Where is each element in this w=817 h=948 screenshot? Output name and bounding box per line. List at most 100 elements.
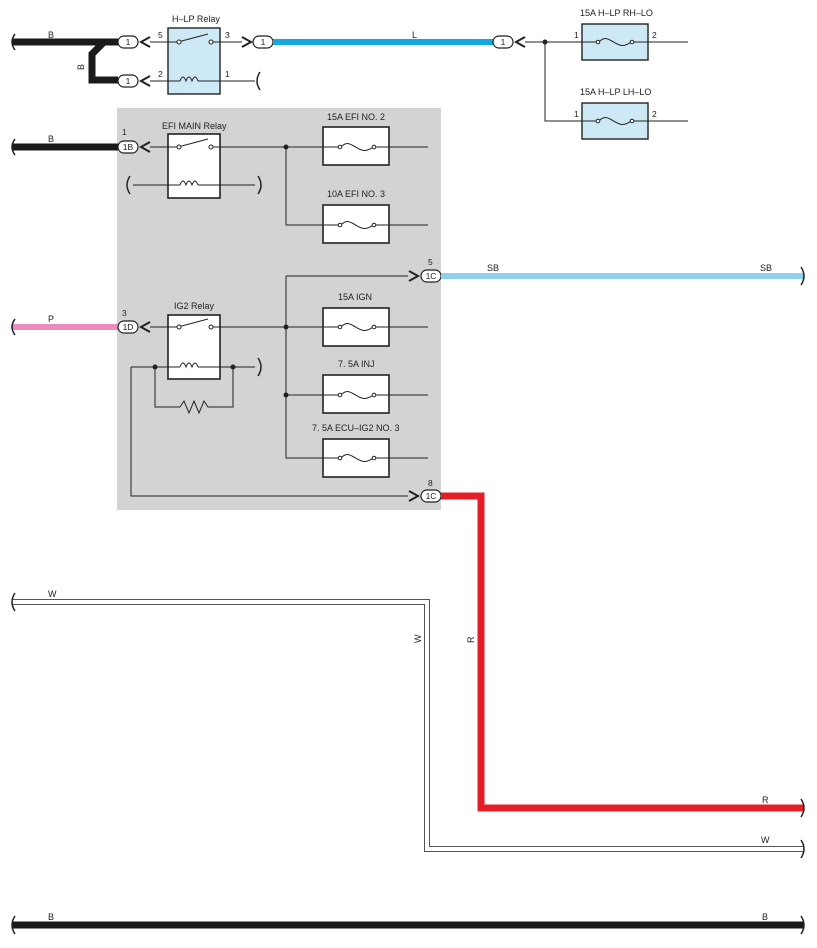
fuse-ecu-ig2-term-b [371,455,377,461]
fuse-rh-term-b [629,39,635,45]
relay-hlp-label: H–LP Relay [172,14,220,24]
pin-1B: 1 [122,127,127,137]
junction-ig2-bus-mid [283,392,289,398]
junction-block [117,108,441,510]
relay-ig2 [167,314,221,380]
relay-hlp-contact-b [208,39,214,45]
pin-1D: 3 [122,308,127,318]
arrow-1B [138,141,151,153]
connector-1-mid-right [492,35,514,49]
wire-w-outline [12,599,804,852]
connector-1-upper-label: 1 [126,37,131,47]
connector-1C-bottom-label: 1C [426,491,437,501]
wire-label-b-bottom-left: B [48,912,54,922]
wire-label-b-efi: B [48,134,54,144]
relay-efi-main [167,133,221,199]
relay-efi-main-label: EFI MAIN Relay [162,121,227,131]
pin-hlp-3: 3 [225,30,230,40]
fuse-efi-no2-label: 15A EFI NO. 2 [327,112,385,122]
connector-1-lower [117,74,139,88]
wire-r [441,492,804,812]
arrow-1C-top [408,270,421,282]
junction-ig2-bus-top [283,324,289,330]
fuse-ign-term-b [371,324,377,330]
wire-ig2-bus [220,276,323,459]
wire-label-w-right: W [761,835,770,845]
relay-hlp [167,27,221,95]
wire-ig2-resistor [154,367,234,415]
fuse-ign-term-a [337,324,343,330]
pin-rh-2: 2 [652,30,657,40]
fuse-ign-element [323,323,428,331]
relay-efi-coil [133,180,255,187]
wire-label-b-top: B [48,30,54,40]
fuse-efi-no3-label: 10A EFI NO. 3 [327,189,385,199]
fuse-efi-no2-element [323,143,428,151]
relay-efi-contact-b [208,144,214,150]
wire-label-w-left: W [48,589,57,599]
break-mark-sb [800,266,805,286]
break-mark-w-left [11,592,16,612]
arrow-hlp-out [241,36,254,48]
fuse-efi-no3-term-a [337,222,343,228]
fuse-lh-term-a [595,118,601,124]
relay-ig2-contact-b [208,324,214,330]
wire-label-sb-left: SB [487,263,499,273]
arrow-1-upper [138,36,151,48]
break-mark-ig2-coil [257,357,262,377]
pin-1C-top: 5 [428,257,433,267]
break-mark-efi-coil-right [257,175,262,195]
arrow-1C-bottom [408,490,421,502]
fuse-lh-element [582,117,648,125]
wire-label-b-bottom-right: B [762,912,768,922]
fuse-efi-no3-element [323,221,428,229]
connector-1B-label: 1B [123,142,134,152]
wire-to-hlp-fuses [525,41,582,122]
break-mark-efi-coil-left [126,175,131,195]
wire-b-branch [88,39,118,84]
pin-hlp-1: 1 [225,69,230,79]
arrow-1D [138,321,151,333]
arrow-l-in [513,36,526,48]
pin-lh-2: 2 [652,109,657,119]
pin-lh-1: 1 [574,109,579,119]
fuse-ecu-ig2-term-a [337,455,343,461]
wire-label-r-right: R [762,795,769,805]
fuse-ecu-ig2-element [323,454,428,462]
break-mark-p [11,318,16,336]
relay-hlp-contact-a [176,39,182,45]
pin-rh-1: 1 [574,30,579,40]
wire-label-r-vert: R [466,636,476,643]
junction-efi [283,144,289,150]
fuse-efi-no3 [322,204,390,244]
relay-ig2-contact-a [176,324,182,330]
wire-w [12,600,804,851]
fuse-lh-label: 15A H–LP LH–LO [580,87,651,97]
fuse-ecu-ig2-label: 7. 5A ECU–IG2 NO. 3 [312,423,400,433]
fuse-rh-term-a [595,39,601,45]
break-mark-pin1 [256,71,261,91]
arrow-1-lower [138,75,151,87]
relay-efi-contact-a [176,144,182,150]
pin-1C-bottom: 8 [428,478,433,488]
connector-1D-label: 1D [123,322,134,332]
break-mark-w-right [800,839,805,859]
wire-label-b-vert: B [76,64,86,70]
break-mark-b-bottom-right [800,915,805,935]
fuse-ign-label: 15A IGN [338,292,372,302]
fuse-efi-no3-term-b [371,222,377,228]
connector-1D [117,320,139,334]
pin-hlp-2: 2 [158,69,163,79]
fuse-efi-no2 [322,126,390,166]
fuse-inj [322,374,390,414]
connector-1C-top-label: 1C [426,271,437,281]
fuse-efi-no2-term-a [337,144,343,150]
relay-ig2-label: IG2 Relay [174,301,215,311]
junction-hlp [542,39,548,45]
wire-label-w-vert: W [413,634,423,643]
connector-1-upper [117,35,139,49]
connector-1-mid-right-label: 1 [501,37,506,47]
wire-efi-bus [220,146,323,226]
wire-ig2-to-1C-bottom [130,367,408,497]
